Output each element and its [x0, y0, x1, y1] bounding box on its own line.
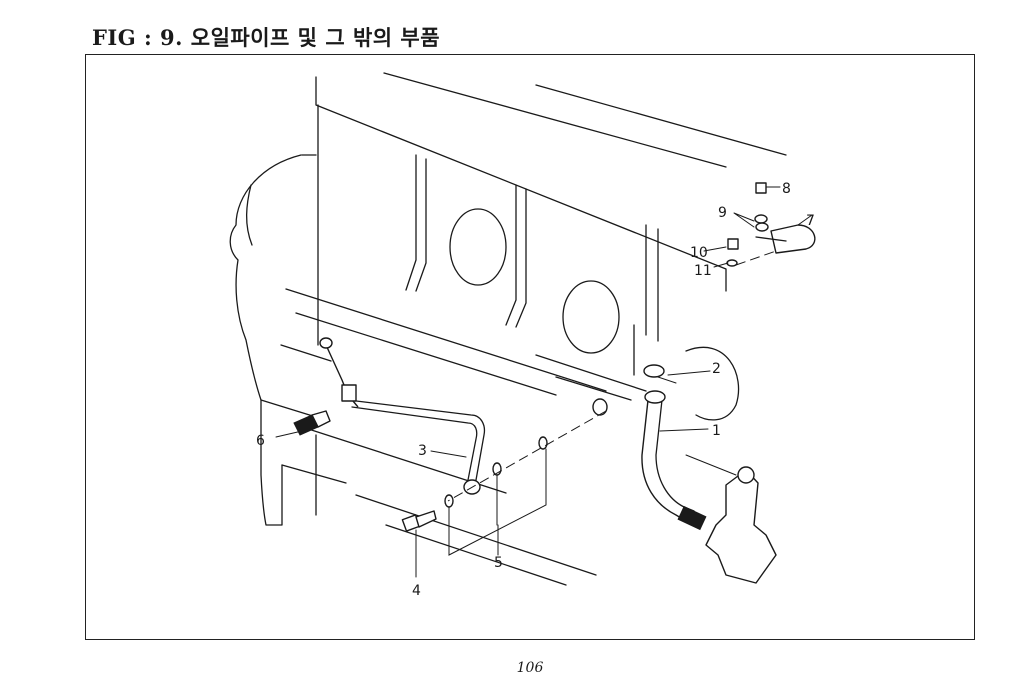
- callout-1: 1: [712, 423, 721, 439]
- part-oil-pipe-1: [641, 390, 777, 584]
- part-bolt-4: [401, 510, 437, 532]
- callout-5: 5: [494, 555, 503, 571]
- page-title: FIG : 9. 오일파이프 및 그 밖의 부품: [92, 25, 441, 50]
- callout-4: 4: [412, 583, 421, 599]
- exploded-parts-diagram: 1 2 3 4 5 6 7 8 9 10 11: [229, 72, 816, 599]
- diagram-frame: 1 2 3 4 5 6 7 8 9 10 11: [85, 54, 975, 640]
- callout-8: 8: [782, 181, 791, 197]
- callout-3: 3: [418, 443, 427, 459]
- page-number: 106: [516, 660, 544, 676]
- part-washers-5: [444, 398, 608, 508]
- callout-10: 10: [690, 245, 708, 261]
- callout-11: 11: [694, 263, 712, 279]
- callout-2: 2: [712, 361, 721, 377]
- engine-block: [229, 72, 787, 586]
- part-feed-pipe-3: [319, 337, 486, 495]
- callout-9: 9: [718, 205, 727, 221]
- part-gasket-2: [643, 364, 665, 378]
- part-union-6: [293, 410, 331, 436]
- callout-7: 7: [806, 213, 815, 229]
- leader-lines: [275, 186, 813, 578]
- callout-6: 6: [256, 433, 265, 449]
- part-bracket-cluster: [726, 182, 816, 267]
